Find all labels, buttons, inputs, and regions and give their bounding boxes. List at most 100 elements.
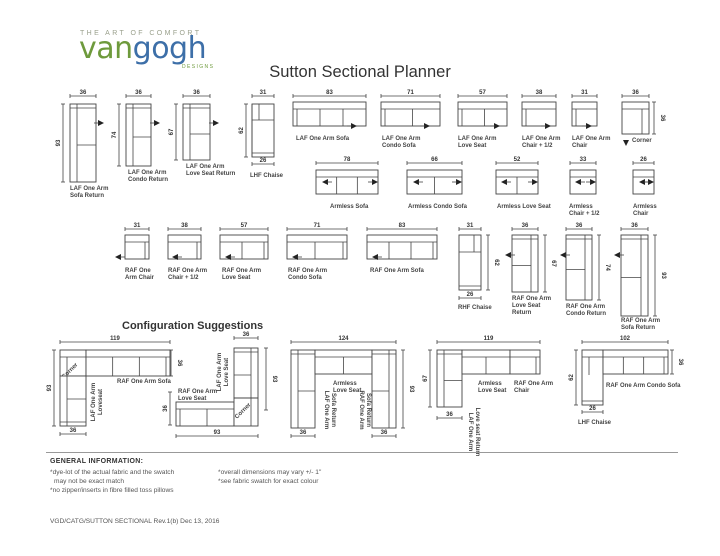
dimension-label: 31 — [467, 223, 474, 229]
arrow-icon — [494, 123, 500, 129]
dimension-label: 67 — [550, 260, 556, 267]
piece-outline — [59, 375, 87, 427]
piece-label: Condo Sofa — [288, 275, 322, 281]
dimension-label: 67 — [169, 128, 175, 135]
piece-label: RAF One Arm — [178, 389, 217, 395]
dimension-label: 57 — [479, 90, 486, 96]
dimension-label: 36 — [193, 90, 200, 96]
dimension-label: 102 — [620, 336, 631, 342]
piece-outline — [602, 349, 669, 375]
dimension-label: 26 — [467, 292, 474, 298]
piece-label: Sofa Return — [70, 193, 104, 199]
piece-label: RAF One Arm — [288, 268, 327, 274]
dimension-label: 36 — [243, 332, 250, 338]
config-label: Love seat Return — [474, 408, 480, 457]
dimension-label: 62 — [493, 259, 499, 266]
piece-outline — [290, 349, 316, 429]
piece-label: Armless Love Seat — [497, 204, 551, 210]
piece-outline — [69, 103, 97, 183]
general-info-title: GENERAL INFORMATION: — [50, 458, 144, 465]
dimension-label: 38 — [536, 90, 543, 96]
piece-label: Return — [512, 310, 532, 316]
dimension-label: 36 — [631, 223, 638, 229]
arrow-icon — [545, 123, 551, 129]
piece-label: Armless — [478, 381, 502, 387]
piece-label: Chair — [633, 211, 649, 217]
dimension-label: 36 — [135, 90, 142, 96]
dimension-label: 74 — [112, 131, 118, 138]
config-label: LAF One Arm — [323, 391, 329, 429]
piece-label: Chair + 1/2 — [569, 211, 600, 217]
info-line: *dye-lot of the actual fabric and the sw… — [50, 469, 175, 476]
dimension-label: 36 — [446, 412, 453, 418]
arrow-icon — [292, 254, 298, 260]
piece-label: RAF One Arm — [222, 268, 261, 274]
dimension-label: 93 — [660, 272, 666, 279]
dimension-label: 36 — [632, 90, 639, 96]
dimension-label: 83 — [326, 90, 333, 96]
dimension-label: 33 — [580, 157, 587, 163]
piece-outline — [511, 234, 539, 293]
piece-label: Condo Return — [128, 177, 168, 183]
piece-label: Armless — [569, 204, 593, 210]
piece-outline — [219, 234, 269, 260]
config-label: LAF One Arm — [217, 353, 223, 391]
config-label: Love Seat — [224, 358, 230, 386]
piece-label: LAF One Arm Sofa — [296, 136, 350, 142]
dimension-label: 36 — [659, 115, 665, 122]
piece-label: Love Seat — [333, 388, 361, 394]
dimension-label: 36 — [522, 223, 529, 229]
brand-sub: DESIGNS — [182, 64, 215, 70]
piece-outline — [457, 101, 508, 127]
piece-label: Armless — [333, 381, 357, 387]
dimension-label: 93 — [47, 384, 53, 391]
piece-label: Condo Sofa — [382, 143, 416, 149]
config-label: LAF One Arm — [467, 413, 473, 451]
piece-outline — [620, 234, 649, 317]
piece-label: Corner — [632, 138, 652, 144]
piece-outline — [436, 349, 463, 408]
dimension-label: 31 — [134, 223, 141, 229]
piece-label: LHF Chaise — [250, 173, 284, 179]
piece-label: LAF One Arm — [128, 170, 166, 176]
dimension-label: 26 — [260, 158, 267, 164]
piece-label: RAF One — [125, 268, 151, 274]
arrow-icon — [213, 120, 219, 126]
dimension-label: 36 — [677, 359, 683, 366]
dimension-label: 93 — [56, 139, 62, 146]
revision-note: VGD/CATG/SUTTON SECTIONAL Rev.1(b) Dec 1… — [50, 518, 220, 525]
piece-outline — [233, 397, 259, 427]
dimension-label: 26 — [589, 406, 596, 412]
arrow-icon — [413, 179, 419, 185]
piece-outline — [292, 101, 367, 127]
piece-label: LHF Chaise — [578, 420, 612, 426]
piece-label: LAF One Arm — [572, 136, 610, 142]
arrow-icon — [98, 120, 104, 126]
piece-outline — [509, 349, 541, 375]
arrow-icon — [372, 254, 378, 260]
piece-outline — [581, 349, 604, 406]
piece-label: Condo Return — [566, 311, 606, 317]
dimension-label: 36 — [176, 360, 182, 367]
info-line: may not be exact match — [54, 478, 125, 485]
dimension-label: 57 — [241, 223, 248, 229]
piece-outline — [458, 234, 482, 291]
arrow-icon — [115, 254, 121, 260]
config-label: Loveseat — [98, 389, 104, 415]
piece-label: Chair + 1/2 — [168, 275, 199, 281]
piece-label: Love Seat — [478, 388, 506, 394]
piece-label: RAF One Arm Condo Sofa — [606, 383, 681, 389]
config-label: Sofa Return — [365, 393, 371, 427]
arrow-icon — [154, 120, 160, 126]
arrow-icon — [639, 179, 645, 185]
piece-outline — [565, 234, 593, 301]
piece-label: LAF One Arm — [522, 136, 560, 142]
arrow-icon — [623, 140, 629, 146]
dimension-label: 74 — [604, 264, 610, 271]
dimension-label: 36 — [381, 430, 388, 436]
piece-outline — [521, 101, 557, 127]
piece-label: LAF One Arm — [458, 136, 496, 142]
info-line: *see fabric swatch for exact colour — [218, 478, 319, 485]
dimension-label: 36 — [70, 428, 77, 434]
